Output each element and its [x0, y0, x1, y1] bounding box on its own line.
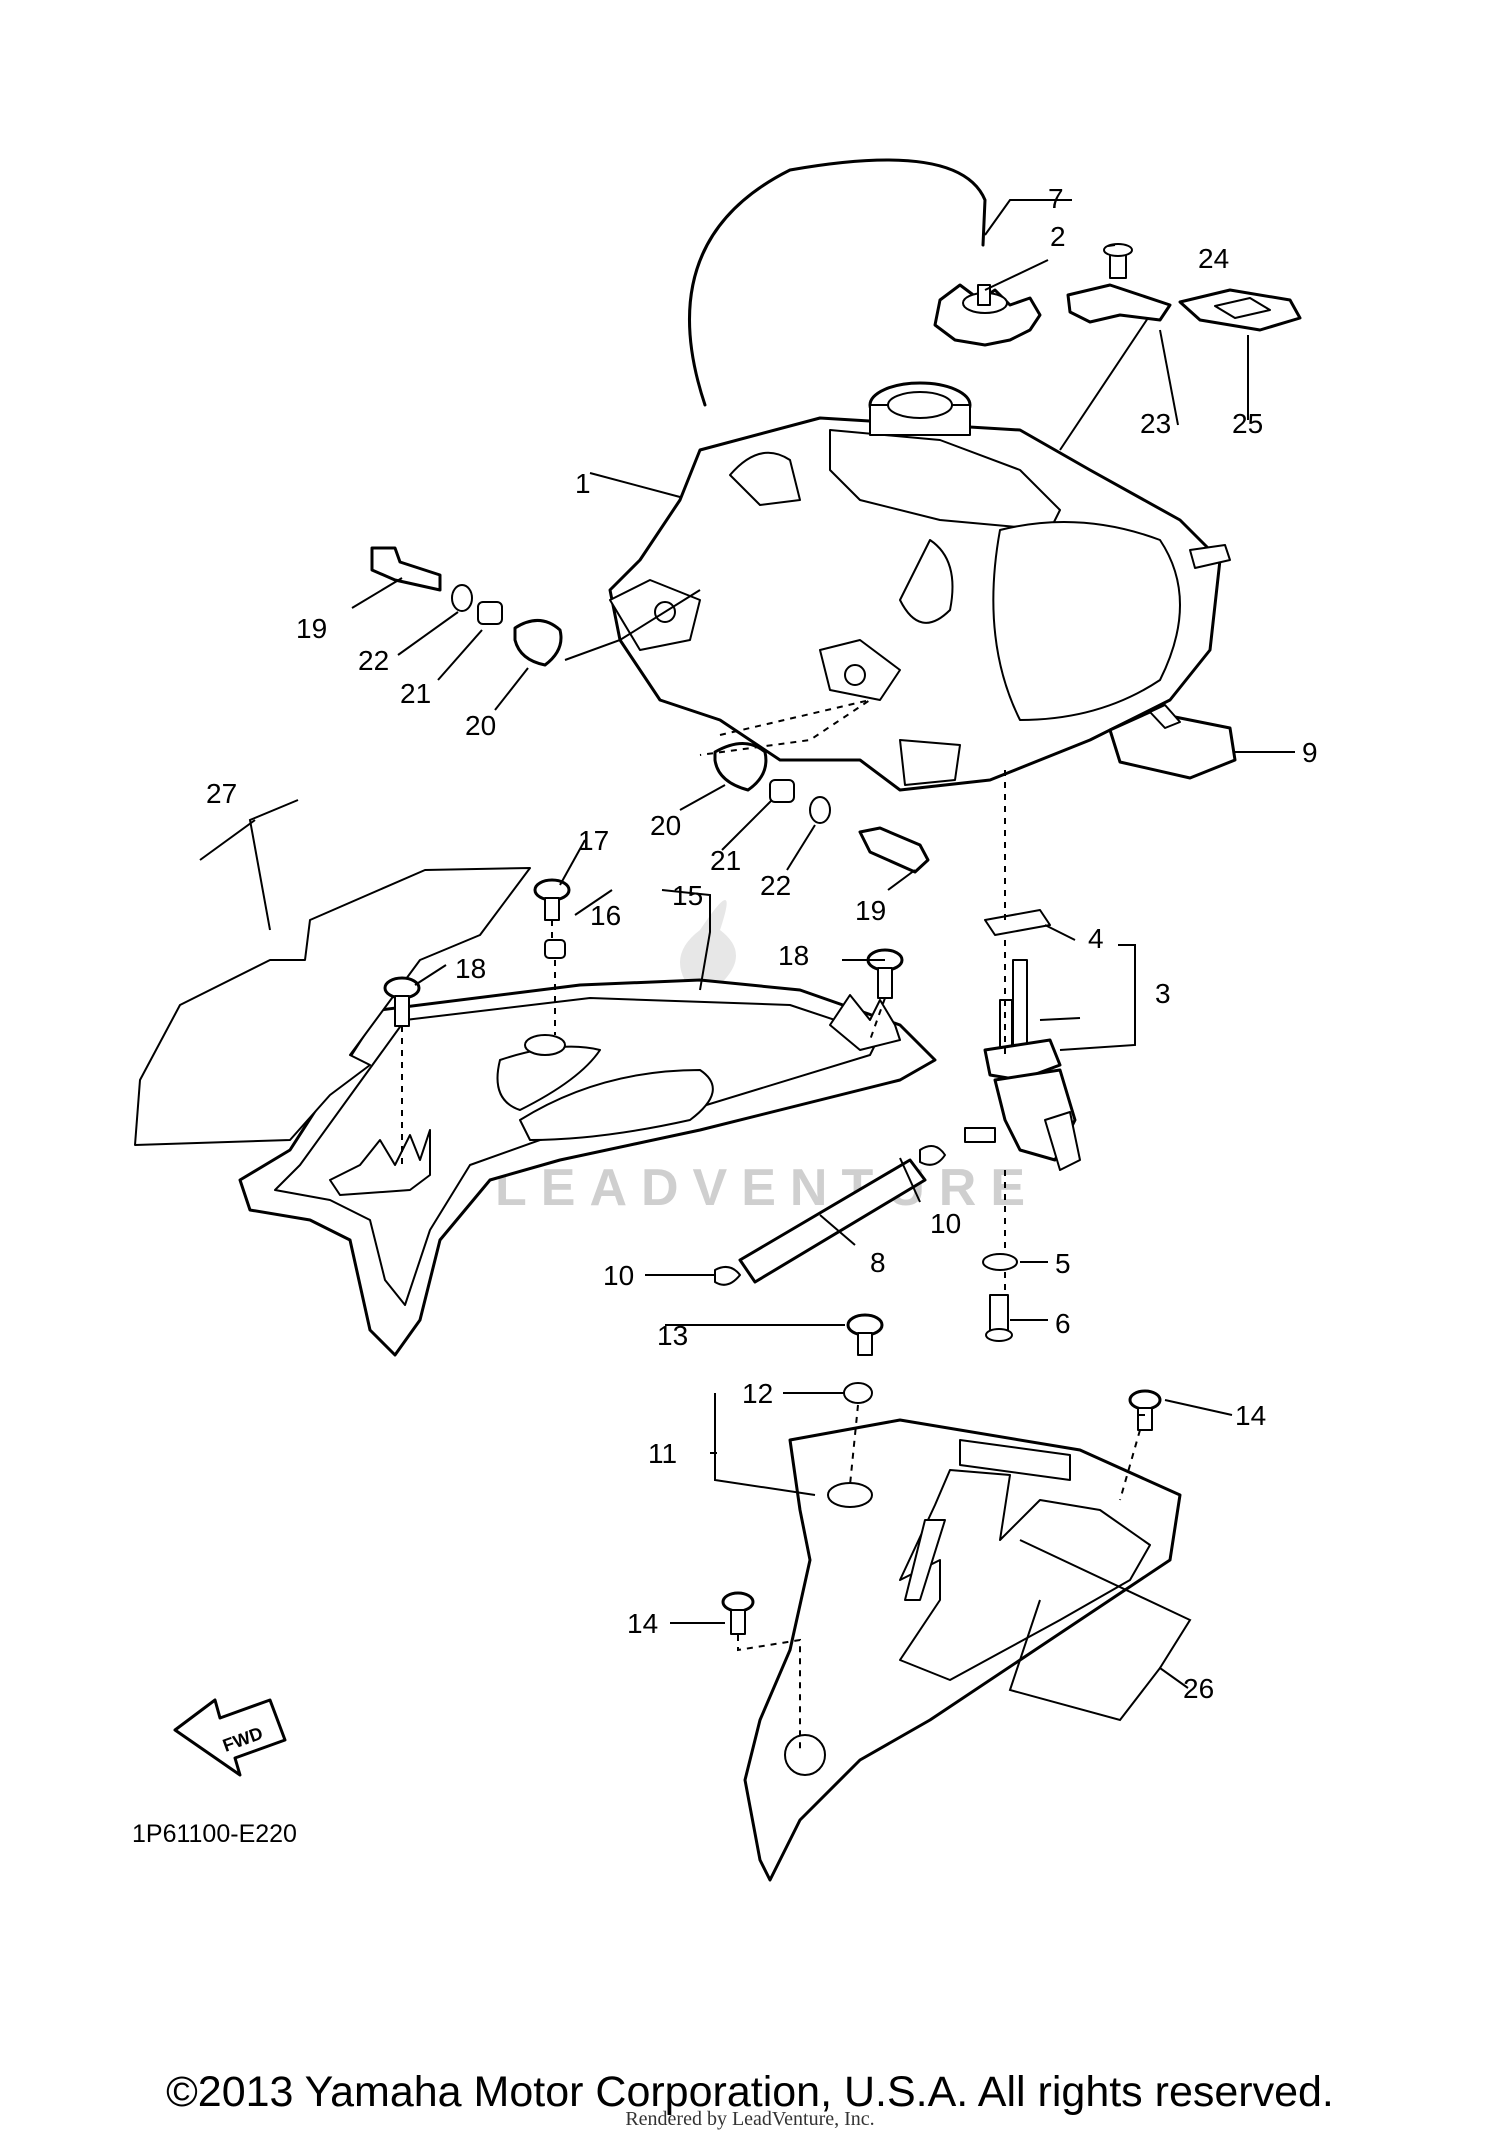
fuel-tank	[608, 381, 1231, 792]
collar-21-lower	[769, 779, 795, 803]
callout-16: 16	[590, 900, 621, 931]
callout-14-lower: 14	[627, 1608, 658, 1639]
collar-12	[843, 1382, 873, 1404]
washer-22-upper	[451, 584, 473, 612]
callout-22-lower: 22	[760, 870, 791, 901]
watermark: LEADVENTURE	[495, 1159, 1039, 1217]
screw-17	[533, 878, 571, 921]
rendered-by: Rendered by LeadVenture, Inc.	[625, 2108, 875, 2130]
callout-9: 9	[1302, 737, 1318, 768]
damper-20-lower	[713, 742, 768, 792]
diagram-code: 1P61100-E220	[132, 1820, 297, 1848]
callout-6: 6	[1055, 1308, 1071, 1339]
bolt-24	[1103, 243, 1133, 279]
bracket-23	[1066, 283, 1172, 324]
callout-22-upper: 22	[358, 645, 389, 676]
callout-19-lower: 19	[855, 895, 886, 926]
side-cover-15	[238, 978, 937, 1357]
callout-21-upper: 21	[400, 678, 431, 709]
gasket-4	[984, 909, 1051, 936]
callout-25: 25	[1232, 408, 1263, 439]
callout-26: 26	[1183, 1673, 1214, 1704]
collar-21-upper	[477, 601, 503, 625]
clip-10-lower	[714, 1265, 741, 1286]
breather-hose	[687, 158, 987, 407]
callout-5: 5	[1055, 1248, 1071, 1279]
callout-17: 17	[578, 825, 609, 856]
callout-10-left: 10	[603, 1260, 634, 1291]
callout-4: 4	[1088, 923, 1104, 954]
callout-21-lower: 21	[710, 845, 741, 876]
bolt-19-lower	[858, 826, 930, 874]
callout-7: 7	[1048, 183, 1064, 214]
graphic-27	[134, 867, 531, 1146]
callout-20-upper: 20	[465, 710, 496, 741]
fwd-arrow-icon: FWD	[173, 1698, 287, 1777]
clip-14-upper	[1128, 1389, 1162, 1431]
fuel-hose-8	[738, 1158, 927, 1284]
clip-14-lower	[721, 1591, 755, 1635]
bracket-25	[1178, 288, 1302, 332]
bolt-6	[985, 1294, 1013, 1342]
copyright-notice: ©2013 Yamaha Motor Corporation, U.S.A. A…	[166, 2068, 1334, 2116]
callout-23: 23	[1140, 408, 1171, 439]
fuel-cock-3	[964, 959, 1081, 1171]
callout-1: 1	[575, 468, 591, 499]
clip-18-right	[866, 948, 904, 999]
callout-18-left: 18	[455, 953, 486, 984]
callout-2: 2	[1050, 221, 1066, 252]
fuel-cap	[933, 283, 1042, 347]
clip-10-upper	[919, 1145, 946, 1166]
leader-lines	[199, 199, 1295, 1750]
o-ring-5	[982, 1253, 1018, 1271]
callout-14-upper: 14	[1235, 1400, 1266, 1431]
bolt-19-upper	[370, 546, 442, 592]
callout-8: 8	[870, 1247, 886, 1278]
damper-9	[1108, 704, 1237, 780]
callout-13: 13	[657, 1320, 688, 1351]
callout-20-lower: 20	[650, 810, 681, 841]
callout-18-right: 18	[778, 940, 809, 971]
callout-labels: 1 2 3 4 5 6 7 8 9 10 10 11 12 13 14 14 1…	[206, 183, 1318, 1704]
callout-12: 12	[742, 1378, 773, 1409]
clip-18-left	[383, 976, 421, 1027]
collar-16	[544, 939, 566, 959]
screw-13	[846, 1313, 884, 1356]
washer-22-lower	[809, 796, 831, 824]
graphic-26	[899, 1469, 1151, 1681]
callout-27: 27	[206, 778, 237, 809]
callout-3: 3	[1155, 978, 1171, 1009]
callout-15: 15	[672, 880, 703, 911]
callout-24: 24	[1198, 243, 1229, 274]
callout-19-upper: 19	[296, 613, 327, 644]
callout-10-right: 10	[930, 1208, 961, 1239]
watermark-logo	[680, 900, 736, 1000]
callout-11: 11	[648, 1438, 677, 1469]
damper-20-upper	[513, 619, 563, 667]
